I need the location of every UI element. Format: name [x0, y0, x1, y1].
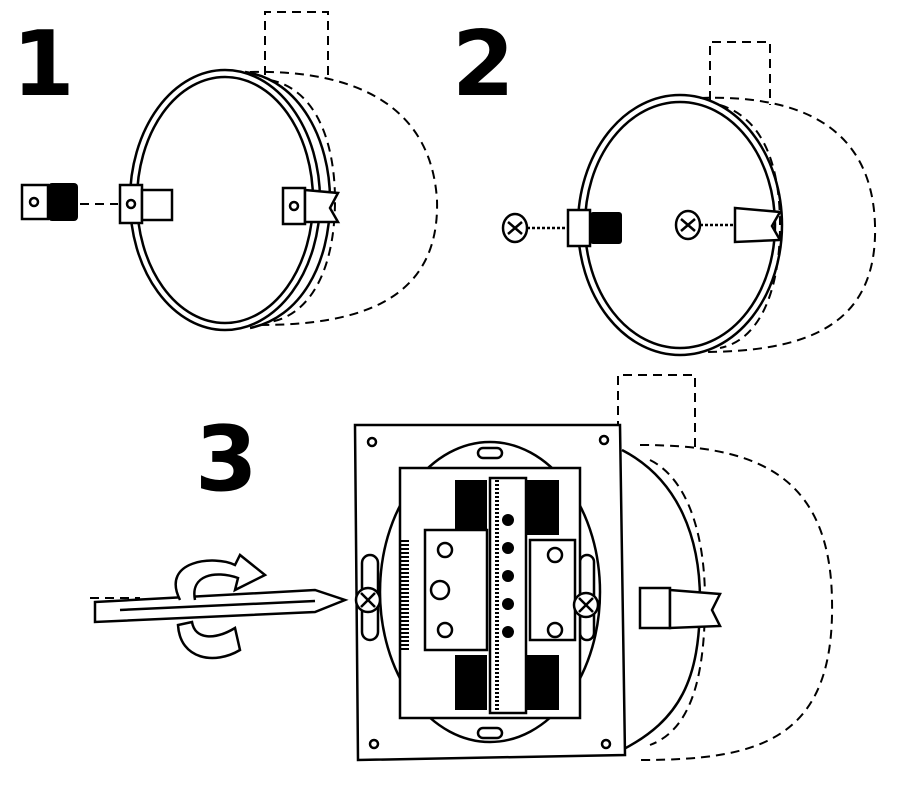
step-1-clip-mounted-right: [281, 186, 341, 226]
step-3-clip: [638, 586, 722, 630]
step-2-screw-right: [674, 206, 783, 244]
step-1-box-body: [249, 70, 439, 326]
step-2-screw-left: [501, 208, 622, 248]
step-1-conduit-pipe: [264, 11, 329, 80]
step-3-number: 3: [195, 407, 258, 512]
rotation-arrow-icon: [174, 553, 268, 660]
switch-mechanism: [398, 466, 582, 720]
step-1: 1: [12, 11, 439, 332]
plate-screw-right: [572, 591, 600, 619]
step-1-clip-mounted-left: [118, 183, 174, 225]
step-2: 2: [452, 12, 877, 357]
screwdriver: [90, 588, 349, 624]
step-2-number: 2: [452, 12, 515, 117]
step-2-box-body: [699, 96, 877, 353]
step-3: 3: [90, 374, 834, 762]
step-1-number: 1: [12, 12, 75, 117]
step-1-clip-loose: [20, 183, 118, 221]
step-3-conduit-pipe: [617, 374, 696, 450]
plate-screw-left: [354, 586, 382, 614]
step-2-conduit-pipe: [709, 41, 771, 105]
